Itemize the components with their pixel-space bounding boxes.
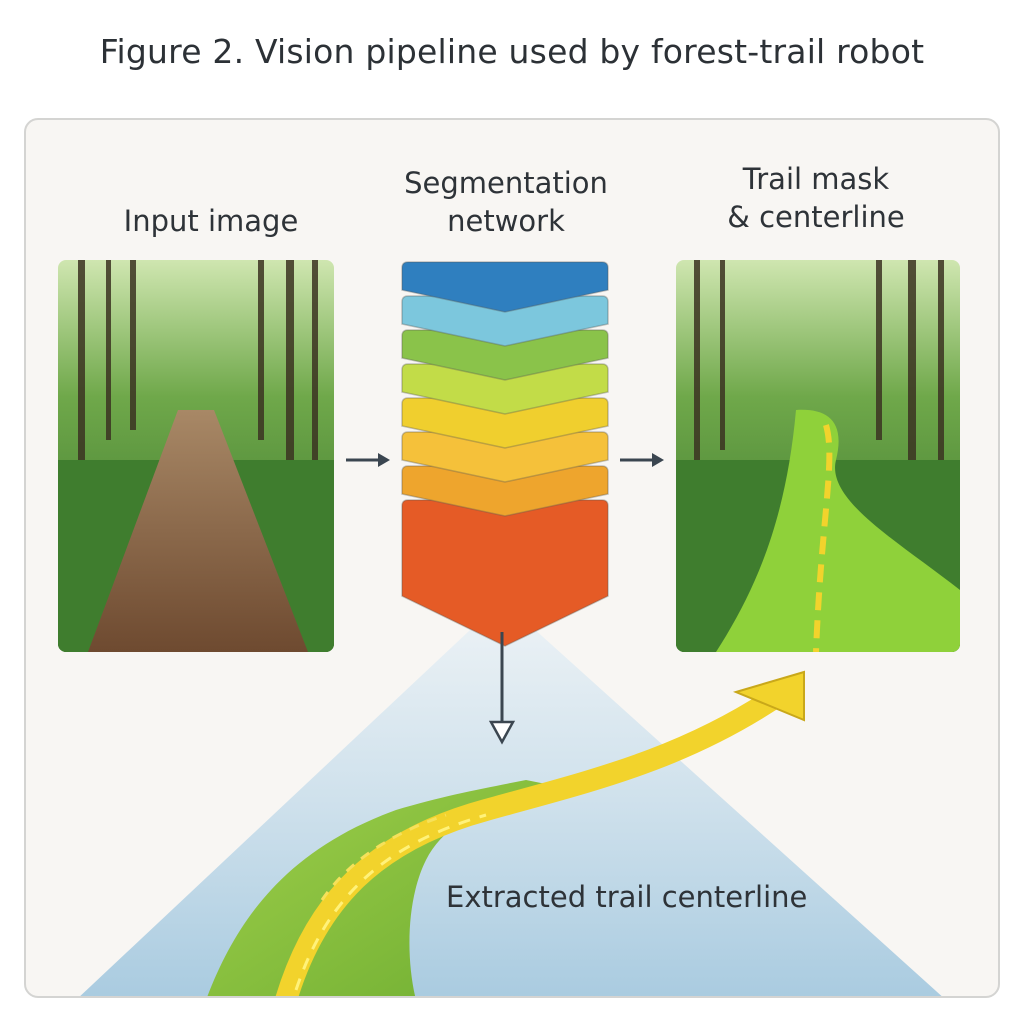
network-layer (401, 329, 609, 381)
network-layer (401, 465, 609, 517)
network-label: Segmentation network (356, 164, 656, 240)
network-layer (401, 397, 609, 449)
right-arrow-icon (618, 450, 668, 470)
diagram-panel: Extracted trail centerline Input image S… (24, 118, 1000, 998)
network-layer (401, 261, 609, 313)
input-image-label: Input image (123, 204, 299, 238)
down-arrow-icon (488, 630, 516, 750)
output-label-line2: & centerline (727, 200, 905, 234)
network-layer (401, 295, 609, 347)
mask-centerline (813, 424, 833, 652)
centerline-illustration (26, 120, 998, 996)
input-image (58, 260, 334, 652)
network-layer (401, 363, 609, 415)
output-label: Trail mask & centerline (686, 160, 946, 236)
trail-mask-overlay (716, 409, 960, 652)
figure-title: Figure 2. Vision pipeline used by forest… (99, 32, 925, 71)
network-label-line1: Segmentation (404, 166, 608, 200)
network-label-line2: network (447, 204, 565, 238)
segmentation-network (400, 260, 610, 647)
output-label-line1: Trail mask (742, 162, 890, 196)
trail-path-shape (207, 780, 546, 996)
curved-arrow-icon (732, 670, 805, 722)
centerline-curve (275, 679, 797, 996)
network-layer (401, 499, 609, 647)
centerline-label: Extracted trail centerline (446, 880, 808, 914)
trail-mask-image (676, 260, 960, 652)
network-layer (401, 431, 609, 483)
right-arrow-icon (344, 450, 394, 470)
centerline-dashes (294, 813, 487, 991)
